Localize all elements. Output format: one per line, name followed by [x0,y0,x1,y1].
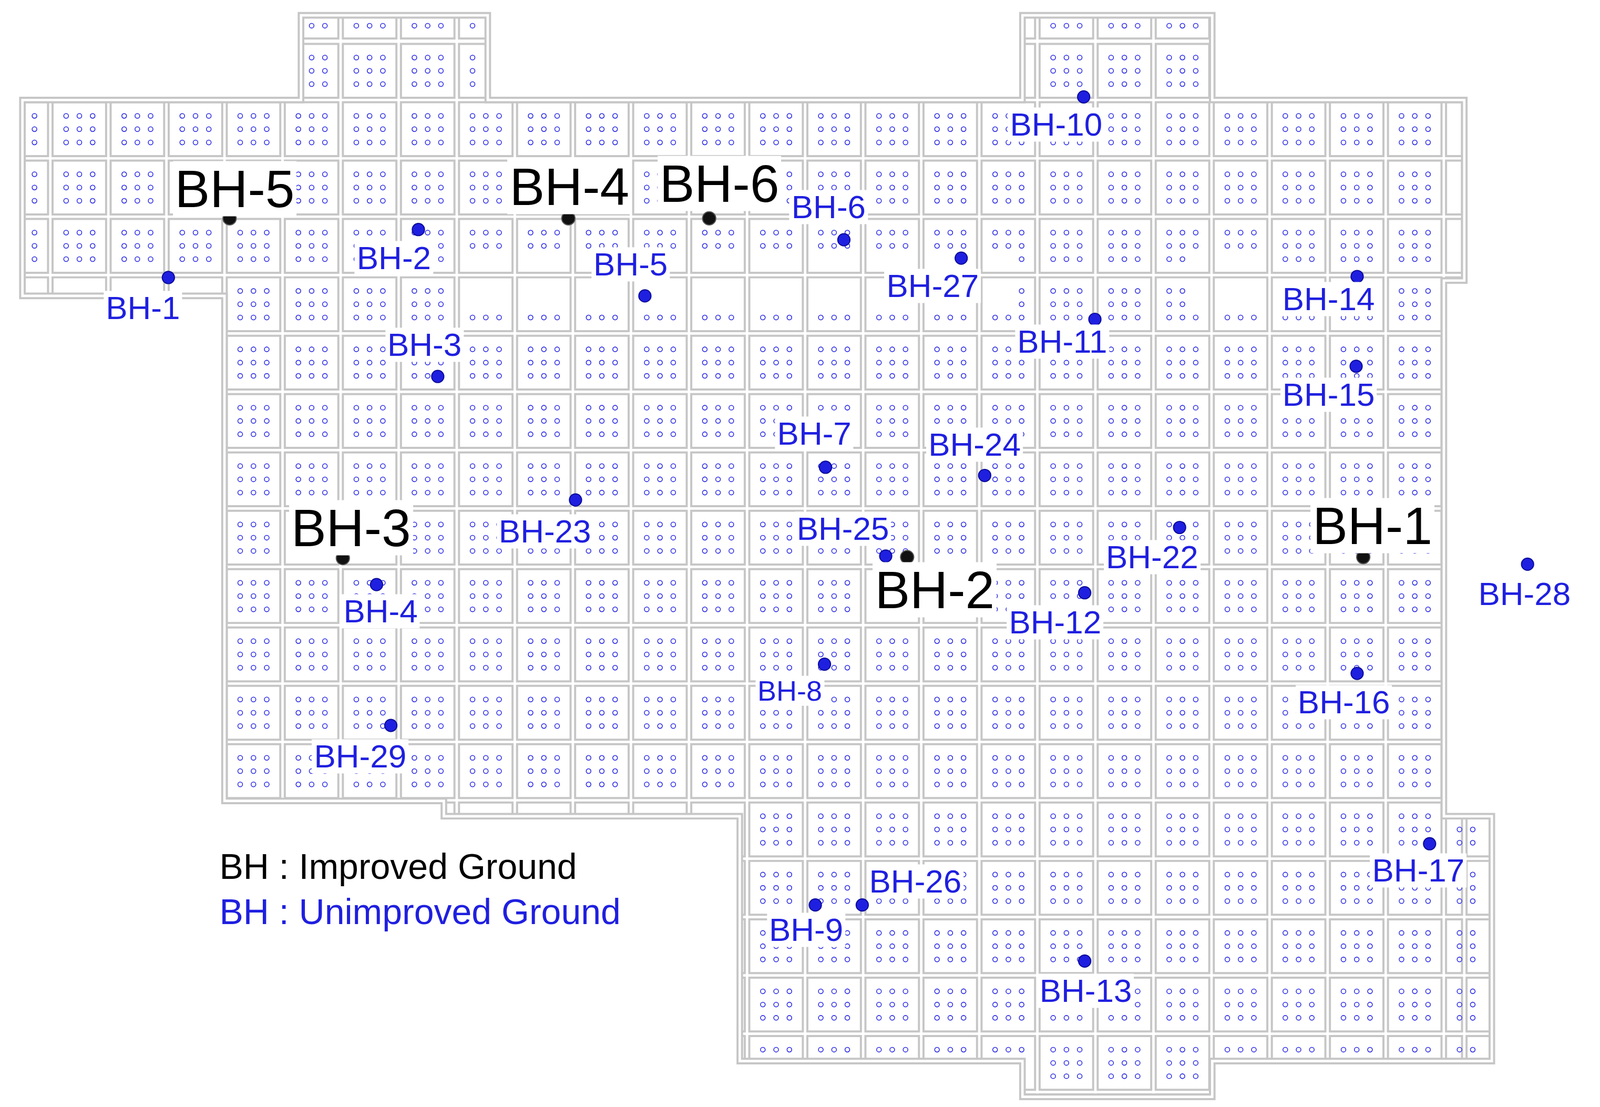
unimproved-borehole-marker [569,493,582,506]
unimproved-borehole-marker [818,658,831,671]
unimproved-borehole-label: BH-25 [794,511,892,546]
unimproved-borehole-label: BH-22 [1103,539,1201,574]
unimproved-borehole-marker [1521,558,1534,571]
improved-borehole-label: BH-4 [507,159,632,215]
unimproved-borehole-label: BH-3 [385,327,464,363]
unimproved-borehole-marker [638,289,651,302]
unimproved-borehole-label: BH-28 [1475,576,1573,611]
unimproved-borehole-label: BH-11 [1014,324,1110,360]
improved-borehole-label: BH-1 [1310,497,1435,553]
pile-dots [32,23,1475,1079]
unimproved-borehole-label: BH-17 [1370,853,1468,888]
legend-entry: BH : Improved Ground [219,846,577,887]
unimproved-borehole-marker [384,719,397,732]
unimproved-borehole-label: BH-2 [354,241,434,276]
plan-outline-core [22,15,1493,1097]
unimproved-borehole-marker [431,370,444,383]
unimproved-borehole-marker [1423,837,1436,850]
unimproved-borehole-marker [370,578,383,591]
unimproved-borehole-marker [1349,360,1362,373]
improved-borehole-marker [702,211,716,225]
unimproved-borehole-marker [856,898,869,911]
unimproved-borehole-label: BH-26 [867,864,964,899]
legend-entry: BH : Unimproved Ground [219,891,621,931]
unimproved-borehole-marker [978,469,991,482]
unimproved-borehole-label: BH-6 [789,190,868,225]
unimproved-borehole-label: BH-16 [1295,684,1393,720]
unimproved-borehole-label: BH-5 [591,247,670,282]
unimproved-borehole-label: BH-13 [1037,973,1135,1008]
unimproved-borehole-marker [412,223,425,236]
unimproved-borehole-label: BH-4 [341,593,420,629]
unimproved-borehole-marker [955,251,968,264]
unimproved-borehole-label: BH-12 [1006,605,1104,640]
improved-borehole-label: BH-5 [172,161,297,217]
unimproved-borehole-marker [1350,667,1363,680]
unimproved-borehole-marker [1173,521,1186,534]
unimproved-borehole-marker [837,233,850,246]
improved-borehole-label: BH-2 [872,562,997,618]
unimproved-borehole-label: BH-29 [311,739,409,774]
plan-outline [22,15,1493,1097]
unimproved-borehole-label: BH-24 [926,427,1023,463]
improved-borehole-label: BH-3 [289,499,414,556]
unimproved-borehole-marker [1088,313,1101,326]
improved-borehole-label: BH-6 [657,156,782,212]
unimproved-borehole-label: BH-8 [755,675,825,706]
unimproved-borehole-label: BH-7 [775,416,854,451]
unimproved-borehole-marker [1078,955,1091,968]
unimproved-borehole-marker [879,549,892,562]
unimproved-borehole-marker [1350,270,1363,283]
borehole-markers [162,90,1534,968]
unimproved-borehole-label: BH-27 [884,268,982,303]
unimproved-borehole-marker [819,460,832,474]
unimproved-borehole-label: BH-14 [1280,281,1378,316]
unimproved-borehole-marker [1078,586,1091,599]
unimproved-borehole-label: BH-9 [766,912,846,947]
unimproved-borehole-marker [1077,90,1090,104]
unimproved-borehole-marker [162,271,175,284]
unimproved-borehole-label: BH-23 [496,514,594,549]
unimproved-borehole-label: BH-10 [1007,107,1105,142]
unimproved-borehole-label: BH-15 [1280,377,1378,413]
unimproved-borehole-marker [808,898,822,911]
unimproved-borehole-label: BH-1 [103,291,182,326]
